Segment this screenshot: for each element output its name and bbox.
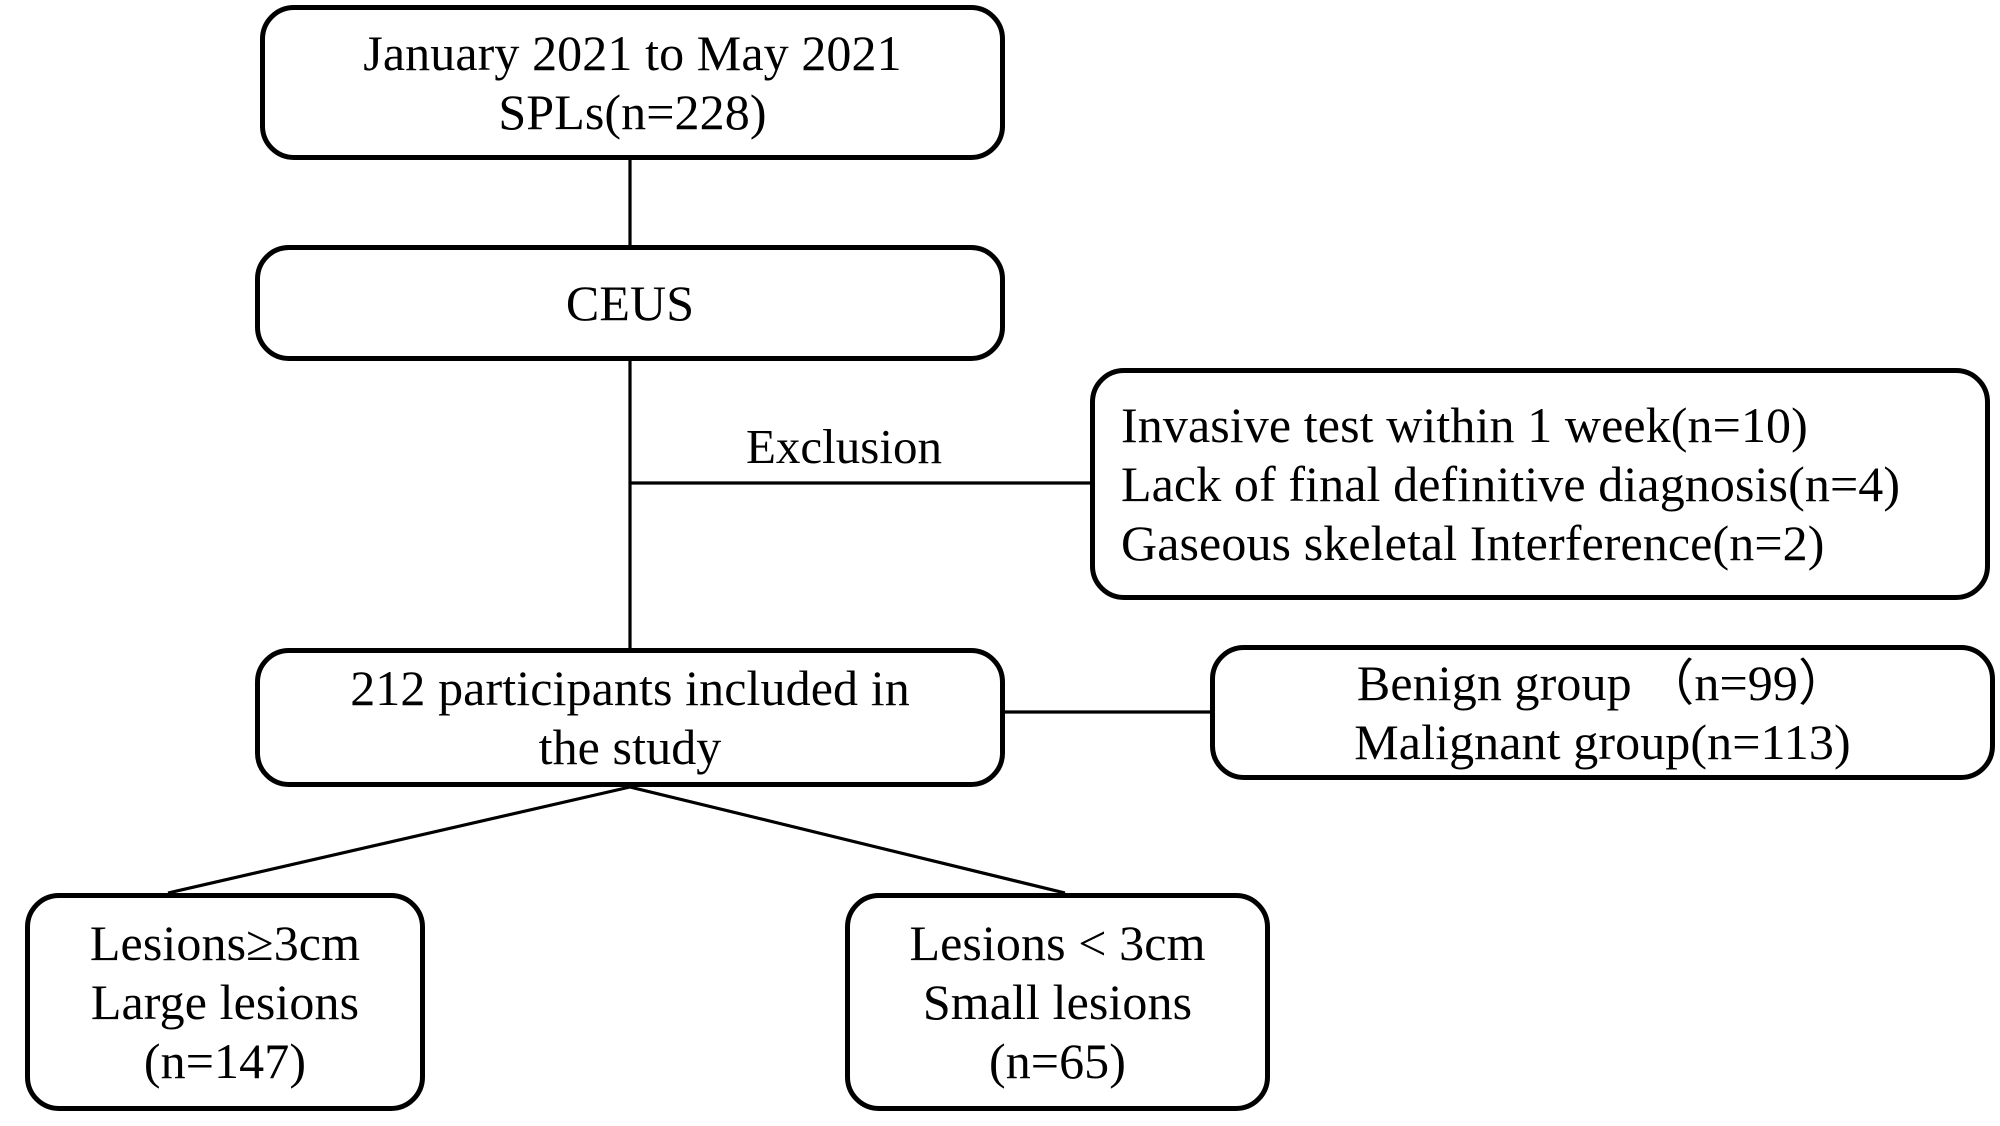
connector-included-to-large-lesions	[167, 785, 631, 895]
connector-included-to-small-lesions	[629, 785, 1066, 895]
ceus-line-1: CEUS	[565, 274, 695, 331]
diagnosis-groups-box: Benign group （n=99） Malignant group(n=11…	[1210, 645, 1995, 780]
enrollment-line-1: January 2021 to May 2021	[363, 24, 902, 81]
included-participants-box: 212 participants included in the study	[255, 648, 1005, 787]
large-lesions-line-2: Large lesions	[90, 973, 360, 1030]
included-line-1: 212 participants included in	[350, 659, 910, 716]
exclusion-criteria-box: Invasive test within 1 week(n=10) Lack o…	[1090, 368, 1990, 600]
large-lesions-line-1: Lesions≥3cm	[89, 914, 361, 971]
exclusion-line-3: Gaseous skeletal Interference(n=2)	[1121, 514, 1825, 571]
small-lesions-line-3: (n=65)	[988, 1032, 1127, 1089]
large-lesions-line-3: (n=147)	[143, 1032, 307, 1089]
small-lesions-line-2: Small lesions	[922, 973, 1193, 1030]
small-lesions-box: Lesions < 3cm Small lesions (n=65)	[845, 893, 1270, 1111]
large-lesions-box: Lesions≥3cm Large lesions (n=147)	[25, 893, 425, 1111]
included-line-2: the study	[538, 718, 722, 775]
enrollment-box: January 2021 to May 2021 SPLs(n=228)	[260, 5, 1005, 160]
enrollment-line-2: SPLs(n=228)	[498, 83, 767, 140]
ceus-box: CEUS	[255, 245, 1005, 361]
exclusion-line-1: Invasive test within 1 week(n=10)	[1121, 396, 1808, 453]
groups-line-2: Malignant group(n=113)	[1354, 713, 1851, 770]
small-lesions-line-1: Lesions < 3cm	[909, 914, 1206, 971]
groups-line-1: Benign group （n=99）	[1356, 654, 1849, 711]
exclusion-line-2: Lack of final definitive diagnosis(n=4)	[1121, 455, 1901, 512]
exclusion-connector-label: Exclusion	[740, 422, 948, 471]
